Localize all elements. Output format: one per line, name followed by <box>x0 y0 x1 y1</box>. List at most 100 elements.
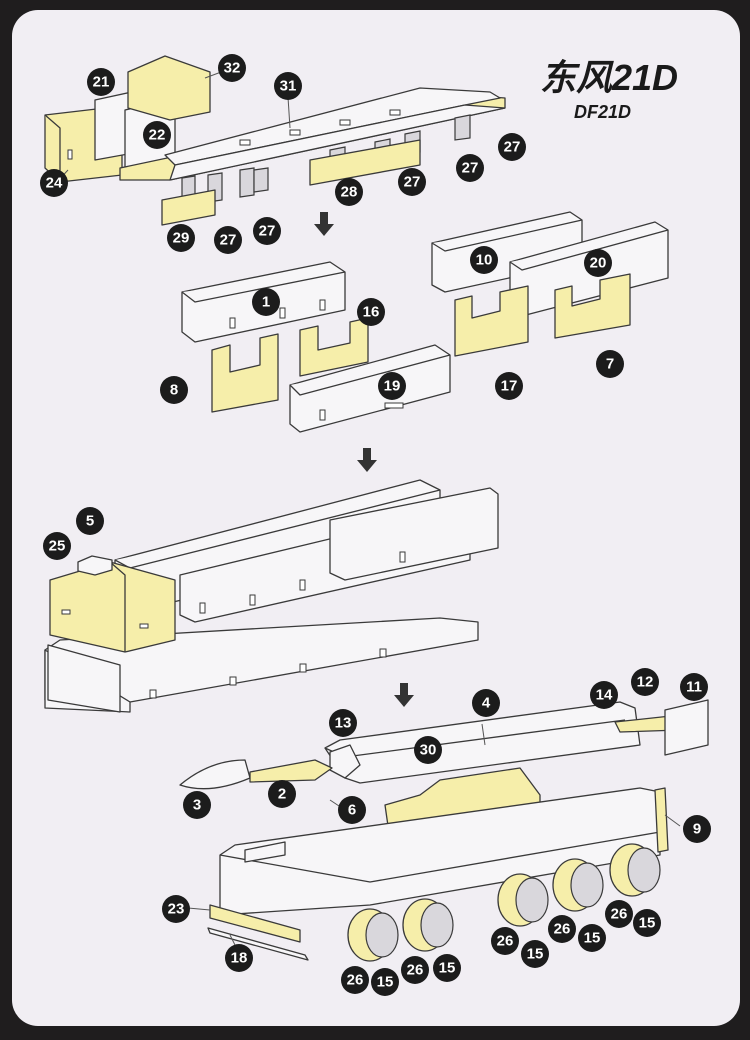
svg-text:26: 26 <box>497 933 514 950</box>
badge-15d: 15 <box>433 954 461 982</box>
badge-27c: 27 <box>398 168 426 196</box>
svg-text:27: 27 <box>259 223 276 240</box>
badge-26a: 26 <box>605 900 633 928</box>
step2-frames <box>181 211 669 433</box>
svg-text:11: 11 <box>686 679 702 696</box>
wheel-4 <box>552 858 604 912</box>
badge-12: 12 <box>631 668 659 696</box>
down-arrow-2 <box>357 448 377 472</box>
badge-19: 19 <box>378 372 406 400</box>
badge-23: 23 <box>162 895 190 923</box>
svg-text:8: 8 <box>170 382 178 399</box>
badge-26c: 26 <box>491 927 519 955</box>
svg-text:32: 32 <box>224 60 241 77</box>
title-main: 东风21D <box>540 57 678 98</box>
badge-26e: 26 <box>341 966 369 994</box>
svg-text:10: 10 <box>476 252 493 269</box>
badge-13: 13 <box>329 709 357 737</box>
svg-text:2: 2 <box>278 786 286 803</box>
svg-text:27: 27 <box>220 232 237 249</box>
svg-text:1: 1 <box>262 294 270 311</box>
badge-2: 2 <box>268 780 296 808</box>
svg-text:12: 12 <box>637 674 654 691</box>
svg-text:15: 15 <box>527 946 544 963</box>
badge-22: 22 <box>143 121 171 149</box>
svg-text:28: 28 <box>341 184 358 201</box>
badge-27e: 27 <box>253 217 281 245</box>
svg-text:23: 23 <box>168 901 185 918</box>
badge-26b: 26 <box>548 915 576 943</box>
svg-text:27: 27 <box>404 174 421 191</box>
step3-assembly <box>44 479 499 713</box>
title-sub: DF21D <box>574 102 631 122</box>
svg-text:13: 13 <box>335 715 352 732</box>
badge-28: 28 <box>335 178 363 206</box>
svg-text:9: 9 <box>693 821 701 838</box>
badge-15b: 15 <box>578 924 606 952</box>
badge-31: 31 <box>274 72 302 100</box>
badge-30: 30 <box>414 736 442 764</box>
badge-1: 1 <box>252 288 280 316</box>
badge-29: 29 <box>167 224 195 252</box>
step1-chassis <box>44 55 506 226</box>
badge-24: 24 <box>40 169 68 197</box>
svg-text:15: 15 <box>377 974 394 991</box>
svg-text:24: 24 <box>46 175 63 192</box>
badge-3: 3 <box>183 791 211 819</box>
svg-text:21: 21 <box>93 74 110 91</box>
svg-text:22: 22 <box>149 127 166 144</box>
svg-text:25: 25 <box>49 538 66 555</box>
badge-18: 18 <box>225 944 253 972</box>
svg-text:20: 20 <box>590 255 607 272</box>
svg-text:17: 17 <box>501 378 518 395</box>
wheel-5 <box>609 843 661 897</box>
badge-20: 20 <box>584 249 612 277</box>
down-arrow-3 <box>394 683 414 707</box>
wheel-3 <box>497 873 549 927</box>
badge-5: 5 <box>76 507 104 535</box>
svg-text:7: 7 <box>606 356 614 373</box>
badge-32: 32 <box>218 54 246 82</box>
step4-final <box>179 699 709 962</box>
svg-text:16: 16 <box>363 304 380 321</box>
badge-27a: 27 <box>498 133 526 161</box>
svg-text:15: 15 <box>639 915 656 932</box>
badge-15a: 15 <box>633 909 661 937</box>
svg-text:31: 31 <box>280 78 297 95</box>
badge-21: 21 <box>87 68 115 96</box>
part-badges: 21 32 31 22 27 27 27 28 24 29 27 27 10 2… <box>40 54 711 996</box>
badge-4: 4 <box>472 689 500 717</box>
badge-27d: 27 <box>214 226 242 254</box>
svg-text:26: 26 <box>611 906 628 923</box>
svg-text:29: 29 <box>173 230 190 247</box>
svg-text:6: 6 <box>348 802 356 819</box>
badge-15c: 15 <box>521 940 549 968</box>
svg-text:3: 3 <box>193 797 201 814</box>
svg-text:15: 15 <box>439 960 456 977</box>
svg-text:27: 27 <box>504 139 521 156</box>
svg-text:4: 4 <box>482 695 491 712</box>
down-arrow-1 <box>314 212 334 236</box>
svg-text:26: 26 <box>347 972 364 989</box>
svg-text:15: 15 <box>584 930 601 947</box>
badge-6: 6 <box>338 796 366 824</box>
badge-17: 17 <box>495 372 523 400</box>
badge-9: 9 <box>683 815 711 843</box>
badge-16: 16 <box>357 298 385 326</box>
wheel-1 <box>347 908 399 962</box>
badge-14: 14 <box>590 681 618 709</box>
badge-26d: 26 <box>401 956 429 984</box>
svg-text:26: 26 <box>554 921 571 938</box>
svg-text:30: 30 <box>420 742 437 759</box>
badge-7: 7 <box>596 350 624 378</box>
badge-25: 25 <box>43 532 71 560</box>
wheel-2 <box>402 898 454 952</box>
svg-text:19: 19 <box>384 378 401 395</box>
svg-text:18: 18 <box>231 950 248 967</box>
svg-text:5: 5 <box>86 513 94 530</box>
badge-15e: 15 <box>371 968 399 996</box>
badge-11: 11 <box>680 673 708 701</box>
svg-text:27: 27 <box>462 160 479 177</box>
svg-text:14: 14 <box>596 687 613 704</box>
